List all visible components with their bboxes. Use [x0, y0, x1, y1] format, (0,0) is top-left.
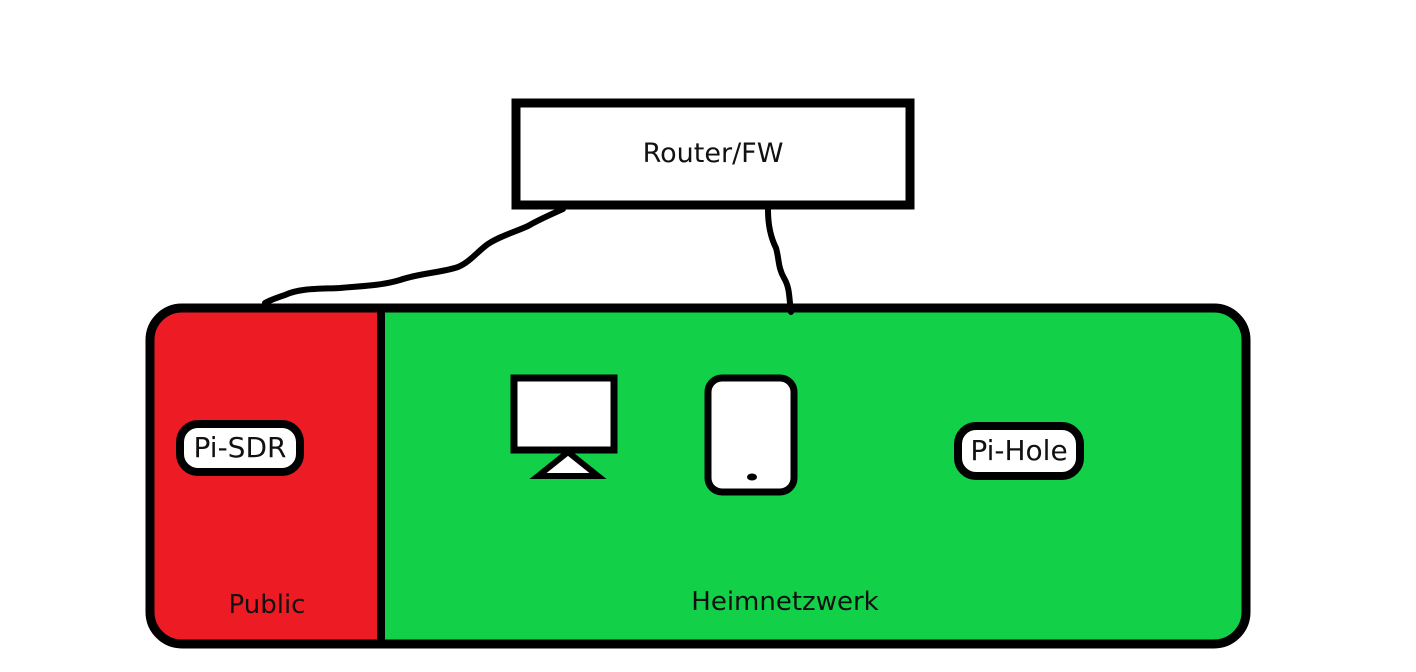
public-zone [150, 308, 380, 644]
smartphone-icon [704, 374, 798, 496]
home-zone-label: Heimnetzwerk [691, 587, 879, 617]
pi-hole-label: Pi-Hole [970, 434, 1068, 467]
network-boundary [145, 303, 1251, 649]
cable-public [262, 206, 566, 306]
cable-home [765, 207, 794, 315]
pi-hole-node: Pi-Hole [954, 422, 1084, 480]
pi-sdr-label: Pi-SDR [193, 431, 287, 464]
monitor-icon [510, 374, 618, 479]
pi-sdr-node: Pi-SDR [176, 420, 304, 476]
public-zone-label: Public [228, 590, 306, 620]
router-label: Router/FW [642, 138, 784, 169]
router-box [511, 98, 915, 210]
